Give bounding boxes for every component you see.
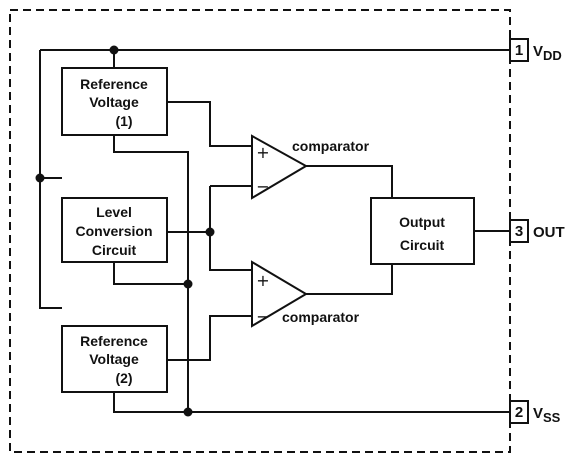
pin-out: 3 OUT	[509, 219, 565, 243]
pin-box	[509, 38, 529, 62]
comp1-to-output	[306, 165, 393, 198]
ref1-to-comp1-plus	[167, 101, 252, 147]
pin-vdd: 1 VDD	[509, 38, 562, 63]
comparator-bottom: + − comparator	[251, 260, 360, 328]
block-label: Circuit	[92, 242, 137, 258]
block-label: Level	[96, 204, 132, 220]
wires	[39, 49, 510, 413]
pin-box	[509, 219, 529, 243]
junction-dot	[205, 227, 215, 237]
block-label: Circuit	[400, 237, 445, 253]
block-label: (2)	[115, 370, 132, 386]
plus-symbol: +	[256, 271, 269, 290]
comparator-label: comparator	[282, 309, 360, 325]
junctions	[35, 45, 215, 417]
block-label: Output	[399, 214, 445, 230]
block-label: Conversion	[75, 223, 152, 239]
comp2-to-output	[306, 264, 393, 295]
block-label: (1)	[115, 113, 132, 129]
pin-name: VSS	[533, 405, 561, 425]
block-label: Voltage	[89, 94, 139, 110]
level-to-comparators	[209, 186, 252, 271]
ref2-to-comp2-minus	[167, 315, 252, 361]
pin-number: 3	[515, 223, 523, 240]
minus-symbol: −	[256, 177, 269, 196]
output-circuit-block: Output Circuit	[370, 197, 475, 265]
reference-voltage-2-block: Reference Voltage (2)	[61, 325, 168, 393]
junction-dot	[35, 173, 45, 183]
pin-number: 2	[515, 404, 523, 421]
comparator-top: + − comparator	[251, 134, 370, 200]
pin-name: VDD	[533, 43, 562, 63]
left-supply-wire	[39, 50, 62, 309]
vss-rail	[113, 392, 510, 413]
reference-voltage-1-block: Reference Voltage (1)	[61, 67, 168, 136]
minus-symbol: −	[256, 307, 269, 326]
junction-dot	[109, 45, 119, 55]
level-gnd-wire	[113, 262, 188, 285]
pin-vss: 2 VSS	[509, 400, 561, 425]
block-label: Reference	[80, 76, 148, 92]
plus-symbol: +	[256, 143, 269, 162]
block-label: Voltage	[89, 351, 139, 367]
level-conversion-block: Level Conversion Circuit	[61, 197, 168, 263]
comparator-label: comparator	[292, 138, 370, 154]
pin-name: OUT	[533, 224, 565, 241]
pin-number: 1	[515, 42, 523, 59]
block-label: Reference	[80, 333, 148, 349]
junction-dot	[183, 407, 193, 417]
pin-box	[509, 400, 529, 424]
junction-dot	[183, 279, 193, 289]
